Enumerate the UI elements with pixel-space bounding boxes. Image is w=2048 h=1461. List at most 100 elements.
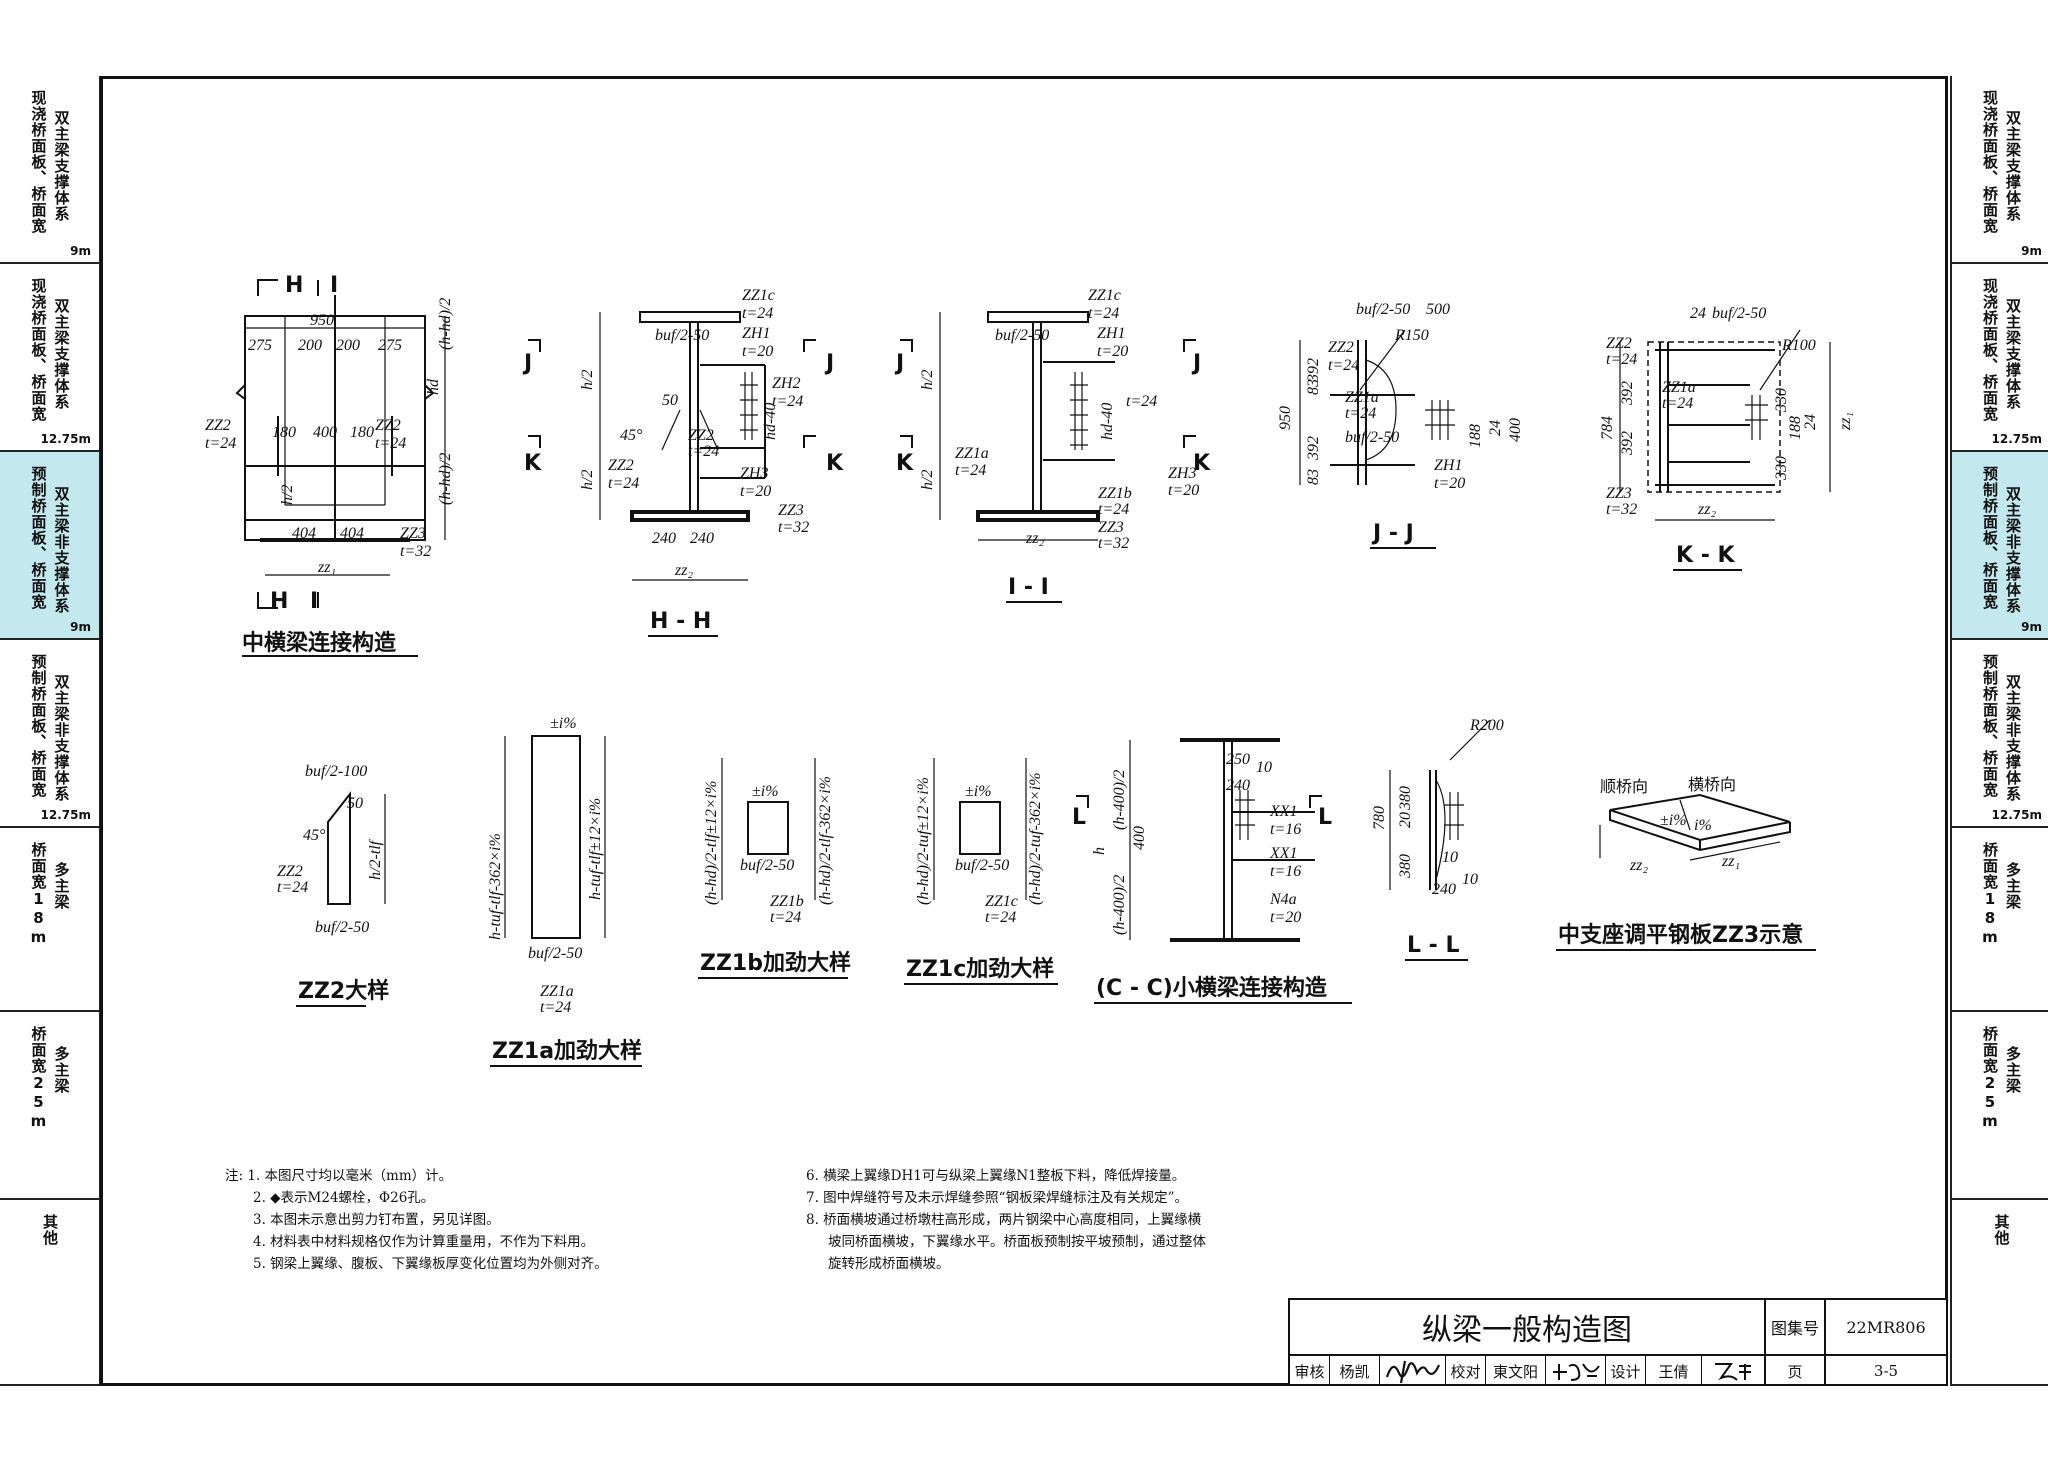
zz1a-slope: ±i% [550, 715, 577, 732]
ll-detail: 780 380 380 20 R200 10 240 10 L - L [1371, 717, 1504, 961]
tab-subtitle: 9m [70, 620, 91, 634]
dim-kk-392-top: 392 [1619, 381, 1636, 406]
caption-zz1b: ZZ1b加劲大样 [700, 950, 851, 976]
caption-zz1a: ZZ1a加劲大样 [492, 1038, 642, 1064]
caption-kk: K - K [1676, 543, 1735, 568]
caption-zz2: ZZ2大样 [298, 978, 389, 1004]
dim-83-bottom: 83 [1305, 469, 1322, 485]
zz1a-label-t: t=24 [540, 999, 571, 1016]
dim-h-hd-top: (h-hd)/2 [437, 298, 454, 350]
caption-jj: J - J [1371, 521, 1414, 546]
tab-text: 预制桥面板、桥面宽 [1981, 466, 1999, 610]
tab-subtitle: 12.75m [1991, 432, 2042, 446]
zz3-diagram: 顺桥向 横桥向 ±i% i% zz₂ zz₁ 中支座调平钢板ZZ3示意 [1556, 775, 1816, 951]
dim-500: 500 [1426, 301, 1450, 318]
zz2-buf: buf/2-100 [305, 763, 367, 780]
tab-text: 预制桥面板、桥面宽 [1981, 654, 1999, 798]
cc-xx1-bottom: XX1 [1269, 845, 1298, 862]
zz2-label-t: t=24 [277, 879, 308, 896]
label-kk-zz1a: ZZ1a [1662, 379, 1696, 396]
label-kk-zz1a-t: t=24 [1662, 395, 1693, 412]
label-ii-zh1-t: t=20 [1097, 343, 1128, 360]
dim-h-hd-bottom: (h-hd)/2 [437, 453, 454, 505]
mark-ii-j-right: J [1191, 351, 1201, 376]
ll-dim-380-bottom: 380 [1397, 854, 1414, 879]
dim-h2-bottom: h/2 [579, 470, 596, 490]
label-ii-t24: t=24 [1126, 393, 1157, 410]
dim-kk-24b: 24 [1802, 414, 1819, 430]
zz2-detail: h/2-tlf buf/2-100 50 45° ZZ2 t=24 buf/2-… [277, 763, 389, 1007]
section-kk: 784 392 392 24 buf/2-50 R100 ZZ2 t=24 ZZ… [1599, 305, 1854, 571]
dim-180-left: 180 [272, 424, 296, 441]
caption-ii: I - I [1008, 575, 1049, 600]
tab-text: 双主梁支撑体系 [52, 110, 71, 222]
ll-dim-20: 20 [1397, 812, 1414, 828]
zz3-dir-trans: 横桥向 [1688, 775, 1736, 794]
dim-kk-zz2: zz₂ [1697, 501, 1716, 518]
cc-n4a-t: t=20 [1270, 909, 1301, 926]
label-ii-zz1a: ZZ1a [955, 445, 989, 462]
label-ii-zh3-t: t=20 [1168, 482, 1199, 499]
tab-text: 多主梁 [2004, 1046, 2022, 1094]
tab-text: 多主梁 [52, 862, 71, 910]
section-mark-i-top: I [330, 273, 338, 298]
zz1c-label: ZZ1c [985, 893, 1018, 910]
cc-xx1-top: XX1 [1269, 803, 1298, 820]
cc-dim-h-400-bottom: (h-400)/2 [1111, 875, 1128, 935]
tab-text: 多主梁 [2004, 862, 2022, 910]
label-zz3-t32: t=32 [400, 543, 431, 560]
label-jj-zz1a-t: t=24 [1345, 405, 1376, 422]
reviewer-name: 杨凯 [1330, 1356, 1380, 1386]
mark-k-left: K [524, 451, 542, 476]
cc-dim-h: h [1091, 847, 1108, 855]
designer-signature [1702, 1356, 1766, 1386]
bolt-group-jj [1425, 400, 1455, 440]
dim-jj-24: 24 [1487, 420, 1504, 436]
zz1b-label: ZZ1b [770, 893, 804, 910]
label-zz2-hh-t: t=24 [688, 443, 719, 460]
note-1: 1. 本图尺寸均以毫米（mm）计。 [247, 1168, 453, 1184]
dim-zz2-hh: zz₂ [674, 562, 693, 579]
atlas-number: 22MR806 [1826, 1300, 1946, 1356]
right-tab-5[interactable]: 桥面宽18m 多主梁 [1952, 828, 2048, 1012]
cc-detail: (h-400)/2 (h-400)/2 h 400 250 10 240 XX1… [1072, 738, 1352, 1004]
bolt-group-kk [1745, 395, 1768, 440]
note-4: 4. 材料表中材料规格仅作为计算重量用，不作为下料用。 [253, 1234, 595, 1250]
left-tab-7[interactable]: 其他 [0, 1200, 99, 1386]
tab-text: 双主梁支撑体系 [2004, 110, 2022, 222]
dim-400: 400 [313, 424, 337, 441]
zz1a-right-dim: h-tuf-tlf±12×i% [587, 798, 604, 900]
tab-text: 桥面宽18m [1981, 842, 1999, 947]
dim-ii-h2-top: h/2 [919, 370, 936, 390]
zz1c-left-dim: (h-hd)/2-tuf±12×i% [915, 777, 932, 905]
zz1a-label: ZZ1a [540, 983, 574, 1000]
dim-200-left: 200 [298, 337, 322, 354]
tab-text: 现浇桥面板、桥面宽 [29, 90, 48, 234]
label-zz3-hh-t: t=32 [778, 519, 809, 536]
tab-text: 桥面宽18m [29, 842, 48, 947]
zz3-dir-long: 顺桥向 [1600, 777, 1648, 796]
label-jj-zz2: ZZ2 [1328, 339, 1354, 356]
cc-dim-10: 10 [1256, 759, 1272, 776]
label-r150: R150 [1394, 327, 1429, 344]
zz1a-buf: buf/2-50 [528, 945, 582, 962]
label-ii-zh1: ZH1 [1097, 325, 1125, 342]
caption-zz1c: ZZ1c加劲大样 [906, 956, 1054, 982]
label-zz2-t24: t=24 [205, 435, 236, 452]
tab-text: 现浇桥面板、桥面宽 [1981, 278, 1999, 422]
right-tab-7[interactable]: 其他 [1952, 1200, 2048, 1386]
review-label: 审核 [1290, 1356, 1330, 1386]
